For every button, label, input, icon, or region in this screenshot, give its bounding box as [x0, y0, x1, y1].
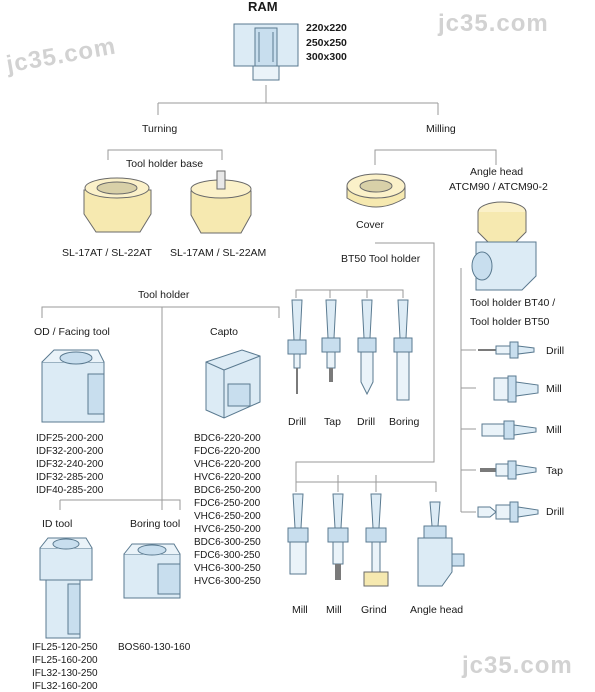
- base-item-label: SL-17AM / SL-22AM: [170, 247, 267, 259]
- bt40-tool-label: Mill: [546, 383, 562, 395]
- drill-holder-image: [357, 299, 377, 396]
- base-item-label: SL-17AT / SL-22AT: [62, 247, 152, 259]
- cover-label: Cover: [356, 219, 385, 231]
- bt50-tool-label: Tap: [324, 416, 341, 428]
- capto-code: FDC6-300-250: [194, 550, 261, 561]
- drill-holder-image: [287, 299, 307, 394]
- id-code: IFL32-160-200: [32, 681, 98, 692]
- od-code: IDF32-200-200: [36, 446, 104, 457]
- turning-label: Turning: [142, 123, 178, 135]
- bt40-tap-image: [480, 460, 537, 480]
- capto-code: FDC6-220-200: [194, 446, 261, 457]
- bt50-tool-label: Boring: [389, 416, 420, 428]
- capto-code: VHC6-220-200: [194, 459, 261, 470]
- capto-code: BDC6-300-250: [194, 537, 261, 548]
- angle-head-image: [471, 201, 537, 291]
- bt50-tool-label: Angle head: [410, 604, 464, 616]
- capto-code: FDC6-250-200: [194, 498, 261, 509]
- grind-holder-image: [363, 493, 389, 587]
- tool-holder-base-label: Tool holder base: [126, 158, 204, 170]
- ram-size: 220x220: [306, 22, 347, 34]
- bt40-mill-image: [481, 420, 537, 440]
- id-code: IFL25-120-250: [32, 642, 98, 653]
- od-code: IDF25-200-200: [36, 433, 104, 444]
- ram-image: [233, 23, 299, 81]
- capto-code: HVC6-250-200: [194, 524, 261, 535]
- od-code: IDF40-285-200: [36, 485, 104, 496]
- capto-code: BDC6-250-200: [194, 485, 261, 496]
- bt40-tool-label: Tap: [546, 465, 563, 477]
- boring-tool-label: Boring tool: [130, 518, 181, 530]
- angle-head-label: Angle head: [470, 166, 524, 178]
- id-code: IFL32-130-250: [32, 668, 98, 679]
- sl-17at-base-image: [83, 177, 152, 233]
- od-code: IDF32-285-200: [36, 472, 104, 483]
- capto-code: VHC6-300-250: [194, 563, 261, 574]
- angle-head-holder-image: [417, 501, 465, 587]
- bt50-tool-label: Mill: [292, 604, 308, 616]
- bt40-tool-label: Drill: [546, 345, 565, 357]
- boring-tool-image: [123, 543, 181, 599]
- bt40-tool-label: Mill: [546, 424, 562, 436]
- capto-label: Capto: [210, 326, 239, 338]
- watermark: jc35.com: [438, 10, 549, 37]
- capto-code: BDC6-220-200: [194, 433, 261, 444]
- ram-size: 250x250: [306, 37, 347, 49]
- bt40-mill-image: [493, 375, 539, 403]
- cover-image: [346, 173, 406, 208]
- bt50-tool-label: Drill: [288, 416, 307, 428]
- bt40-drill-image: [477, 501, 539, 523]
- capto-code: VHC6-250-200: [194, 511, 261, 522]
- id-code: IFL25-160-200: [32, 655, 98, 666]
- od-code: IDF32-240-200: [36, 459, 104, 470]
- od-facing-tool-image: [41, 349, 105, 423]
- bt50-tool-holder-label: BT50 Tool holder: [341, 253, 421, 265]
- milling-label: Milling: [426, 123, 456, 135]
- tool-holder-label: Tool holder: [138, 289, 190, 301]
- bt50-tool-label: Grind: [361, 604, 387, 616]
- capto-tool-image: [205, 349, 261, 419]
- bt50-tool-label: Mill: [326, 604, 342, 616]
- watermark: jc35.com: [462, 652, 573, 679]
- bt40-label: Tool holder BT40 /: [470, 297, 556, 309]
- ram-size: 300x300: [306, 51, 347, 63]
- bt40-tool-label: Drill: [546, 506, 565, 518]
- mill-holder-image: [327, 493, 349, 580]
- ram-title: RAM: [248, 0, 278, 14]
- capto-code: HVC6-220-200: [194, 472, 261, 483]
- mill-holder-image: [287, 493, 309, 575]
- id-tool-image: [39, 537, 93, 639]
- boring-holder-image: [393, 299, 413, 401]
- tap-holder-image: [321, 299, 341, 382]
- capto-code: HVC6-300-250: [194, 576, 261, 587]
- bt50-tool-label: Drill: [357, 416, 376, 428]
- bt50-label: Tool holder BT50: [470, 316, 550, 328]
- sl-17am-base-image: [190, 170, 252, 234]
- id-tool-label: ID tool: [42, 518, 73, 530]
- angle-head-model: ATCM90 / ATCM90-2: [449, 181, 548, 193]
- boring-code: BOS60-130-160: [118, 642, 191, 653]
- od-facing-label: OD / Facing tool: [34, 326, 110, 338]
- bt40-drill-image: [478, 341, 535, 359]
